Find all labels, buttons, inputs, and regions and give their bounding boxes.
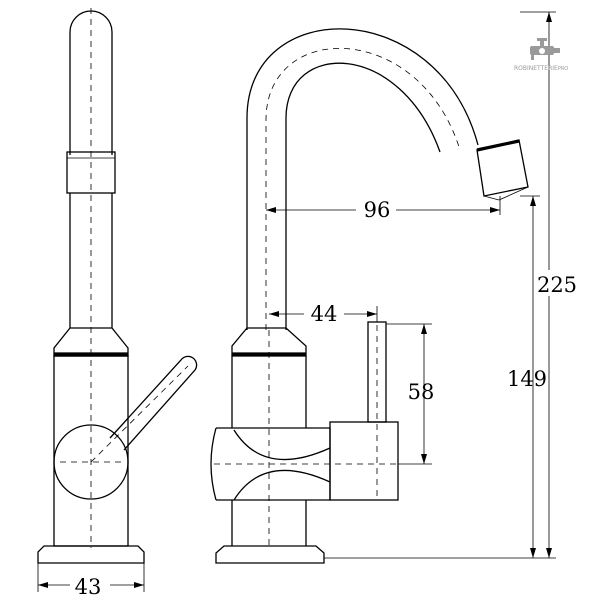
outlet-height-dimension: 149 — [507, 367, 547, 391]
spout-reach-dimension: 96 — [364, 198, 391, 222]
watermark-suffix: PRO — [558, 66, 568, 72]
watermark-logo: ROBINETTERIEPRO — [514, 38, 568, 72]
front-view — [210, 28, 529, 564]
total-height-dimension: 225 — [537, 273, 577, 297]
dimension-lines: 96 44 58 149 225 — [266, 11, 582, 559]
faucet-logo-icon — [530, 38, 560, 60]
lever-height-dimension: 58 — [408, 380, 435, 404]
base-width-dimension: 43 — [75, 575, 102, 599]
watermark-brand: ROBINETTERIE — [514, 65, 558, 72]
svg-text:ROBINETTERIEPRO: ROBINETTERIEPRO — [514, 65, 568, 72]
side-view: 43 — [37, 8, 198, 599]
lever-offset-dimension: 44 — [311, 302, 338, 326]
